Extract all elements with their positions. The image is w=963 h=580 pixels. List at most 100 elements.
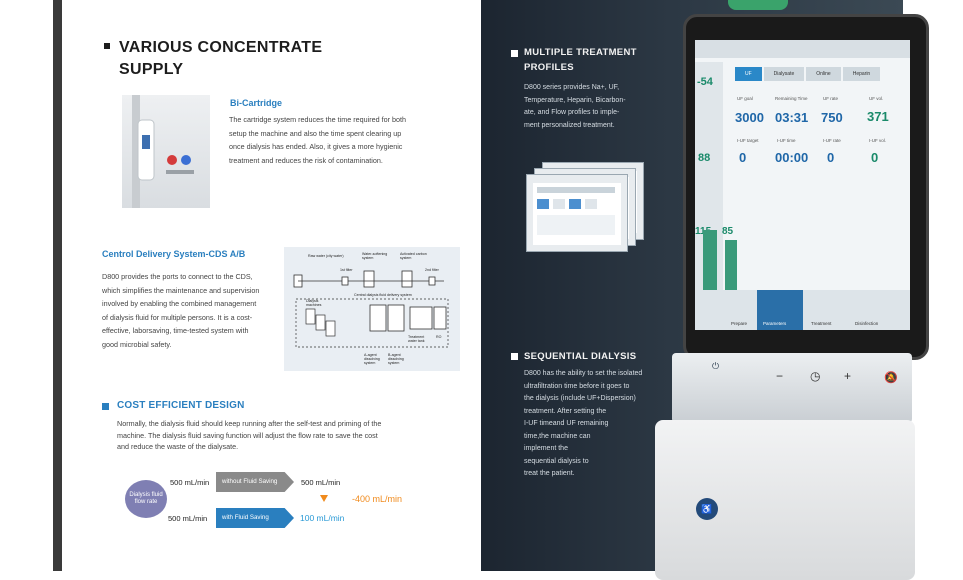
tab-online[interactable]: Online xyxy=(806,67,841,81)
cost-heading: COST EFFICIENT DESIGN xyxy=(117,400,245,411)
rate-out-bottom: 100 mL/min xyxy=(300,513,345,523)
cds-heading: Centrol Delivery System-CDS A/B xyxy=(102,249,246,259)
label-filter-1: 1st filter xyxy=(340,268,353,272)
thumb-front xyxy=(526,174,628,252)
cost-bullet xyxy=(102,403,109,410)
bicartridge-heading: Bi-Cartridge xyxy=(230,98,283,108)
footer-treatment[interactable]: Treatment xyxy=(811,321,832,326)
text-line: good microbial safety. xyxy=(102,339,172,349)
text-line: time,the machine can xyxy=(524,432,591,440)
text-line: sequential dialysis to xyxy=(524,457,589,465)
text-line: treat the patient. xyxy=(524,470,575,477)
text-line: once dialysis has ended. Also, it gives … xyxy=(229,142,403,151)
uf-goal-label: UF goal xyxy=(737,96,753,101)
iuf-vol-value: 0 xyxy=(871,150,879,165)
screen-tabs: UF Dialysate Online Heparin xyxy=(735,67,882,81)
remaining-time-value: 03:31 xyxy=(775,110,809,125)
text-line: D800 has the ability to set the isolated xyxy=(524,370,643,377)
multiple-heading: MULTIPLE TREATMENT PROFILES xyxy=(524,45,637,75)
iuf-target-value: 0 xyxy=(739,150,747,165)
text-line: Temperature, Heparin, Bicarbon- xyxy=(524,96,626,104)
title-line-2: SUPPLY xyxy=(119,61,184,78)
profile-screens-thumbnail xyxy=(526,162,644,252)
power-icon[interactable]: ⏻ xyxy=(712,361,720,371)
label-ro: RO xyxy=(436,335,442,339)
uf-rate-value: 750 xyxy=(821,110,843,125)
tab-uf[interactable]: UF xyxy=(735,67,762,81)
text-line: ment personalized treatment. xyxy=(524,121,615,129)
bicartridge-text: The cartridge system reduces the time re… xyxy=(229,113,479,167)
label-filter-2: 2nd filter xyxy=(425,268,439,272)
iuf-target-label: I-UF target xyxy=(737,138,759,143)
iuf-time-label: I-UF time xyxy=(777,138,796,143)
label-activated-carbon: Activated carbon system xyxy=(400,252,427,260)
multiple-text: D800 series provides Na+, UF, Temperatur… xyxy=(524,82,654,132)
thumb-grid-graphic xyxy=(537,187,615,235)
cartridge-illustration xyxy=(132,95,194,208)
text-line: ultrafiltration time before it goes to xyxy=(524,382,630,390)
text-line: The cartridge system reduces the time re… xyxy=(229,115,406,124)
text-line: I-UF timeand UF remaining xyxy=(524,420,609,427)
footer-parameters[interactable]: Parameters xyxy=(763,321,787,326)
label-b-agent: B-agent dissolving system xyxy=(388,353,404,365)
cds-text: D800 provides the ports to connect to th… xyxy=(102,270,277,351)
footer-active-highlight xyxy=(757,290,803,330)
label-treatment-tank: Treatment water tank xyxy=(408,335,425,343)
minus-button[interactable]: − xyxy=(776,369,784,383)
rate-in-top: 500 mL/min xyxy=(170,478,210,487)
tab-heparin[interactable]: Heparin xyxy=(842,67,881,81)
text-line: Normally, the dialysis fluid should keep… xyxy=(117,419,382,428)
tab-dialysate[interactable]: Dialysate xyxy=(763,67,805,81)
screen-header xyxy=(695,40,910,58)
thumb-inner xyxy=(533,183,621,245)
section-title: VARIOUS CONCENTRATE SUPPLY xyxy=(119,37,322,81)
label-raw-water: Raw water (city water) xyxy=(308,254,344,258)
text-line: implement the xyxy=(524,445,568,452)
iuf-vol-label: I-UF vol. xyxy=(869,138,887,143)
uf-vol-label: UF vol. xyxy=(869,96,884,101)
text-line: machine. The dialysis fluid saving funct… xyxy=(117,430,378,440)
label-water-softening: Water-softening system xyxy=(362,252,388,260)
iuf-time-value: 00:00 xyxy=(775,150,809,165)
side-value-mid: 88 xyxy=(698,152,711,164)
rate-in-bottom: 500 mL/min xyxy=(168,514,208,523)
text-line: treatment. After setting the xyxy=(524,407,607,415)
uf-rate-label: UF rate xyxy=(823,96,839,101)
down-triangle-icon xyxy=(320,495,328,502)
uf-vol-value: 371 xyxy=(867,109,889,124)
label-central-system: Central dialysis fluid delivery system xyxy=(354,293,412,297)
multiple-bullet xyxy=(511,50,518,57)
sequential-bullet xyxy=(511,353,518,360)
text-line: the dialysis (include UF+Dispersion) xyxy=(524,395,636,402)
plus-button[interactable]: + xyxy=(844,369,852,383)
cost-text: Normally, the dialysis fluid should keep… xyxy=(117,418,462,453)
text-line: effective, laborsaving, time-tested syst… xyxy=(102,326,249,335)
side-value-b2: 85 xyxy=(722,226,734,237)
text-line: of dialysis fluid for multiple persons. … xyxy=(102,312,253,322)
title-line-1: VARIOUS CONCENTRATE xyxy=(119,39,323,56)
sequential-text: D800 has the ability to set the isolated… xyxy=(524,368,684,481)
brand-logo-icon: ♿ xyxy=(696,498,718,520)
footer-prepare[interactable]: Prepare xyxy=(731,321,748,326)
alarm-mute-icon[interactable]: 🔕 xyxy=(884,372,898,384)
machine-body xyxy=(655,420,915,580)
gauge-bar-2 xyxy=(725,240,737,298)
without-fluid-saving-arrow: without Fluid Saving xyxy=(216,472,294,492)
sequential-heading: SEQUENTIAL DIALYSIS xyxy=(524,351,637,362)
device-top-accent xyxy=(728,0,788,10)
timer-icon[interactable]: ◷ xyxy=(810,369,821,383)
screen-footer: Prepare Parameters Treatment Disinfectio… xyxy=(695,290,910,330)
with-fluid-saving-arrow: with Fluid Saving xyxy=(216,508,294,528)
rate-out-top: 500 mL/min xyxy=(301,478,341,487)
uf-goal-value: 3000 xyxy=(735,110,764,125)
footer-disinfection[interactable]: Disinfection xyxy=(855,321,879,326)
iuf-rate-label: I-UF rate xyxy=(823,138,841,143)
gauge-bar-1 xyxy=(703,230,717,298)
iuf-rate-value: 0 xyxy=(827,150,835,165)
remaining-time-label: Remaining Time xyxy=(775,96,808,101)
bicartridge-photo xyxy=(122,95,210,208)
text-line: involved by enabling the combined manage… xyxy=(102,299,257,308)
side-value-top: -54 xyxy=(697,76,713,88)
cds-diagram: Raw water (city water) Water-softening s… xyxy=(284,247,460,371)
